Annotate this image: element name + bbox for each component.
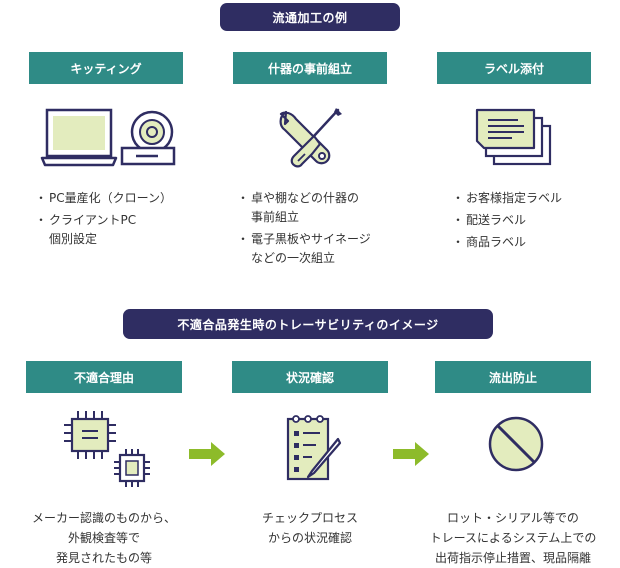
- bottom-section-title: 不適合品発生時のトレーサビリティのイメージ: [123, 309, 493, 339]
- prohibited-icon: [488, 416, 544, 472]
- status-check-text: チェックプロセス からの状況確認: [261, 511, 358, 545]
- kitting-list: PC量産化（クローン） クライアントPC 個別設定: [35, 189, 208, 252]
- nonconformity-reason-label: 不適合理由: [26, 361, 182, 393]
- laptop-disc-icon: [40, 108, 176, 167]
- label-documents-icon: [475, 108, 552, 166]
- list-item: 商品ラベル: [452, 233, 605, 252]
- wrench-screwdriver-icon: [279, 108, 342, 168]
- list-item: PC量産化（クローン）: [35, 189, 208, 208]
- list-item: 電子黒板やサイネージ などの一次組立: [237, 230, 410, 268]
- kitting-label: キッティング: [29, 52, 183, 84]
- checklist-icon: [286, 415, 342, 481]
- label-list: お客様指定ラベル 配送ラベル 商品ラベル: [452, 189, 605, 255]
- fixture-assembly-label: 什器の事前組立: [233, 52, 387, 84]
- list-item: クライアントPC 個別設定: [35, 211, 208, 249]
- status-check-label: 状況確認: [232, 361, 388, 393]
- label-attach-label: ラベル添付: [437, 52, 591, 84]
- nonconformity-reason-text: メーカー認識のものから、 外観検査等で 発見されたもの等: [31, 511, 176, 565]
- outflow-prevention-text: ロット・シリアル等での トレースによるシステム上での 出荷指示停止措置、現品隔離: [429, 511, 597, 565]
- arrow-right-icon: [393, 442, 429, 466]
- outflow-prevention-label: 流出防止: [435, 361, 591, 393]
- arrow-right-icon: [189, 442, 225, 466]
- fixture-list: 卓や棚などの什器の 事前組立 電子黒板やサイネージ などの一次組立: [237, 189, 410, 271]
- chip-icon: [64, 411, 150, 487]
- list-item: お客様指定ラベル: [452, 189, 605, 208]
- top-section-title: 流通加工の例: [220, 3, 400, 31]
- list-item: 卓や棚などの什器の 事前組立: [237, 189, 410, 227]
- list-item: 配送ラベル: [452, 211, 605, 230]
